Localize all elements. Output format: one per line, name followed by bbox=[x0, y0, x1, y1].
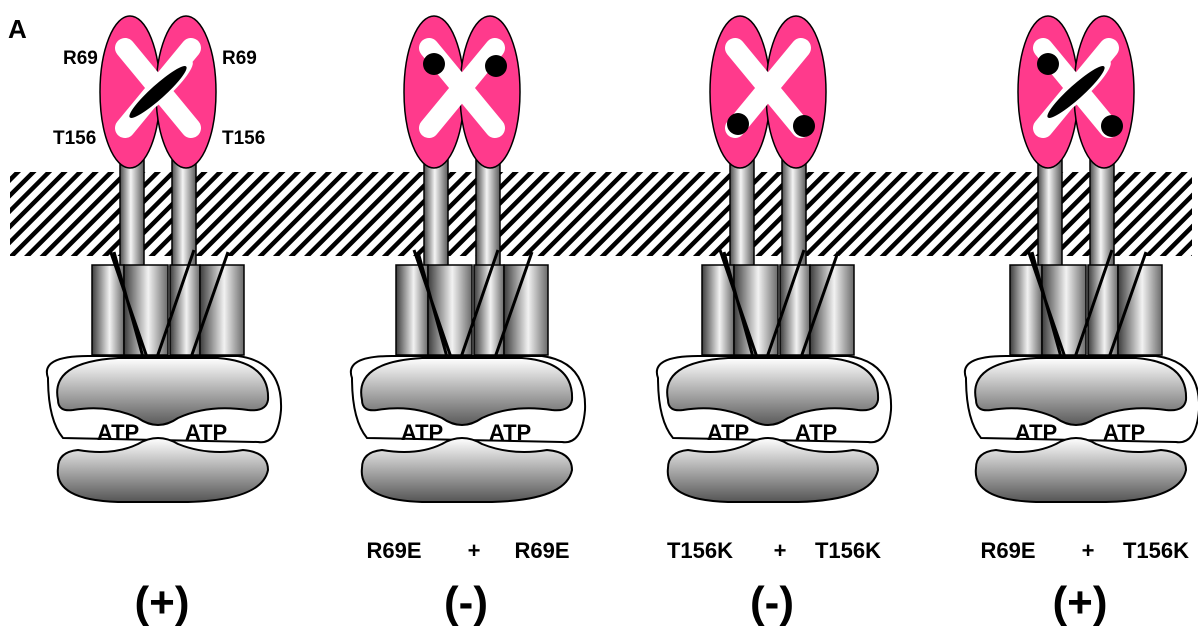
mutation-plus-sign: + bbox=[468, 538, 481, 563]
mutation-label-right: T156K bbox=[1123, 538, 1189, 563]
kinase-c-lobe bbox=[362, 438, 572, 502]
transmembrane-stem-left bbox=[1038, 160, 1062, 270]
transmembrane-stem-left bbox=[120, 160, 144, 270]
outcome-label: (+) bbox=[1053, 578, 1108, 627]
mutation-plus-sign: + bbox=[1082, 538, 1095, 563]
atp-label-left: ATP bbox=[97, 420, 139, 445]
residue-label-bottom-right: T156 bbox=[222, 128, 265, 149]
receptor-panel-r69e-t156k: ATP ATP R69E + T156K (+) bbox=[965, 16, 1198, 627]
mutation-label-right: R69E bbox=[514, 538, 569, 563]
atp-label-right: ATP bbox=[1103, 420, 1145, 445]
mutation-label-left: R69E bbox=[980, 538, 1035, 563]
outcome-label: (+) bbox=[135, 578, 190, 627]
panels: ATP ATP (+) ATP ATP R69E + R69E (-) ATP ATP T156K + T… bbox=[47, 16, 1198, 627]
atp-label-left: ATP bbox=[1015, 420, 1057, 445]
mutation-dot-bottom-right bbox=[1101, 115, 1123, 137]
residue-label-bottom-left: T156 bbox=[53, 128, 96, 149]
residue-label-top-right: R69 bbox=[222, 48, 257, 69]
atp-label-left: ATP bbox=[707, 420, 749, 445]
kinase-c-lobe bbox=[668, 438, 878, 502]
kinase-c-lobe bbox=[976, 438, 1186, 502]
kinase-c-lobe bbox=[58, 438, 268, 502]
atp-label-right: ATP bbox=[795, 420, 837, 445]
outcome-label: (-) bbox=[750, 578, 794, 627]
atp-label-left: ATP bbox=[401, 420, 443, 445]
mutation-plus-sign: + bbox=[774, 538, 787, 563]
mutation-dot-top-right bbox=[485, 55, 507, 77]
outcome-label: (-) bbox=[444, 578, 488, 627]
mutation-dot-bottom-right bbox=[793, 115, 815, 137]
mutation-dot-top-left bbox=[423, 53, 445, 75]
transmembrane-stem-left bbox=[730, 160, 754, 270]
receptor-panel-r69e-r69e: ATP ATP R69E + R69E (-) bbox=[351, 16, 585, 627]
mutation-label-left: R69E bbox=[366, 538, 421, 563]
mutation-label-right: T156K bbox=[815, 538, 881, 563]
receptor-panel-t156k-t156k: ATP ATP T156K + T156K (-) bbox=[657, 16, 891, 627]
mutation-label-left: T156K bbox=[667, 538, 733, 563]
panel-label: A bbox=[8, 14, 27, 44]
mutation-dot-bottom-left bbox=[727, 113, 749, 135]
transmembrane-stem-left bbox=[424, 160, 448, 270]
atp-label-right: ATP bbox=[489, 420, 531, 445]
atp-label-right: ATP bbox=[185, 420, 227, 445]
mutation-dot-top-left bbox=[1037, 53, 1059, 75]
receptor-panel-wt: ATP ATP (+) bbox=[47, 16, 281, 627]
residue-label-top-left: R69 bbox=[63, 48, 98, 69]
